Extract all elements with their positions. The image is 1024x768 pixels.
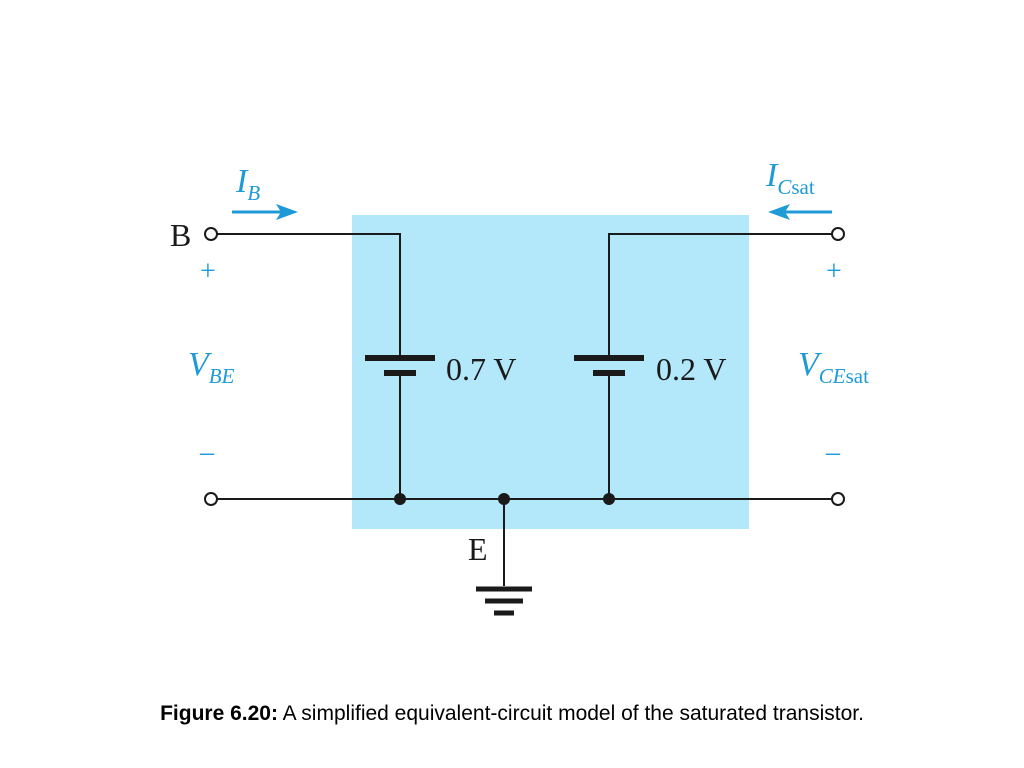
terminal-emitter-right	[831, 492, 845, 506]
base-wire	[216, 233, 401, 355]
current-arrow-left-icon	[768, 204, 832, 220]
voltage-be-label: VBE	[188, 346, 235, 388]
ground-symbol-icon	[476, 586, 532, 616]
terminal-base	[204, 227, 218, 241]
collector-wire	[608, 233, 832, 355]
battery-right-label: 0.2 V	[656, 351, 727, 387]
base-current-label: IB	[235, 163, 260, 205]
terminal-collector	[831, 227, 845, 241]
junction-dot-left	[394, 493, 406, 505]
minus-sign-left: –	[199, 437, 215, 468]
caption-text: A simplified equivalent-circuit model of…	[277, 702, 864, 725]
current-arrow-right-icon	[232, 204, 298, 220]
circuit-diagram: B E IB ICsat + + – – VBE VCEsat 0.7 V 0.…	[170, 157, 869, 616]
junction-dot-right	[603, 493, 615, 505]
voltage-ce-label: VCEsat	[798, 346, 869, 388]
base-terminal-label: B	[170, 217, 191, 253]
battery-left-label: 0.7 V	[446, 351, 517, 387]
minus-sign-right: –	[825, 437, 841, 468]
plus-sign-left: +	[200, 256, 216, 287]
plus-sign-right: +	[826, 256, 842, 287]
emitter-terminal-label: E	[468, 531, 488, 567]
caption-prefix: Figure 6.20:	[160, 702, 278, 725]
transistor-model-region	[352, 215, 749, 529]
terminal-emitter-left	[204, 492, 218, 506]
figure-caption: Figure 6.20: A simplified equivalent-cir…	[0, 702, 1024, 726]
collector-current-label: ICsat	[765, 157, 815, 199]
